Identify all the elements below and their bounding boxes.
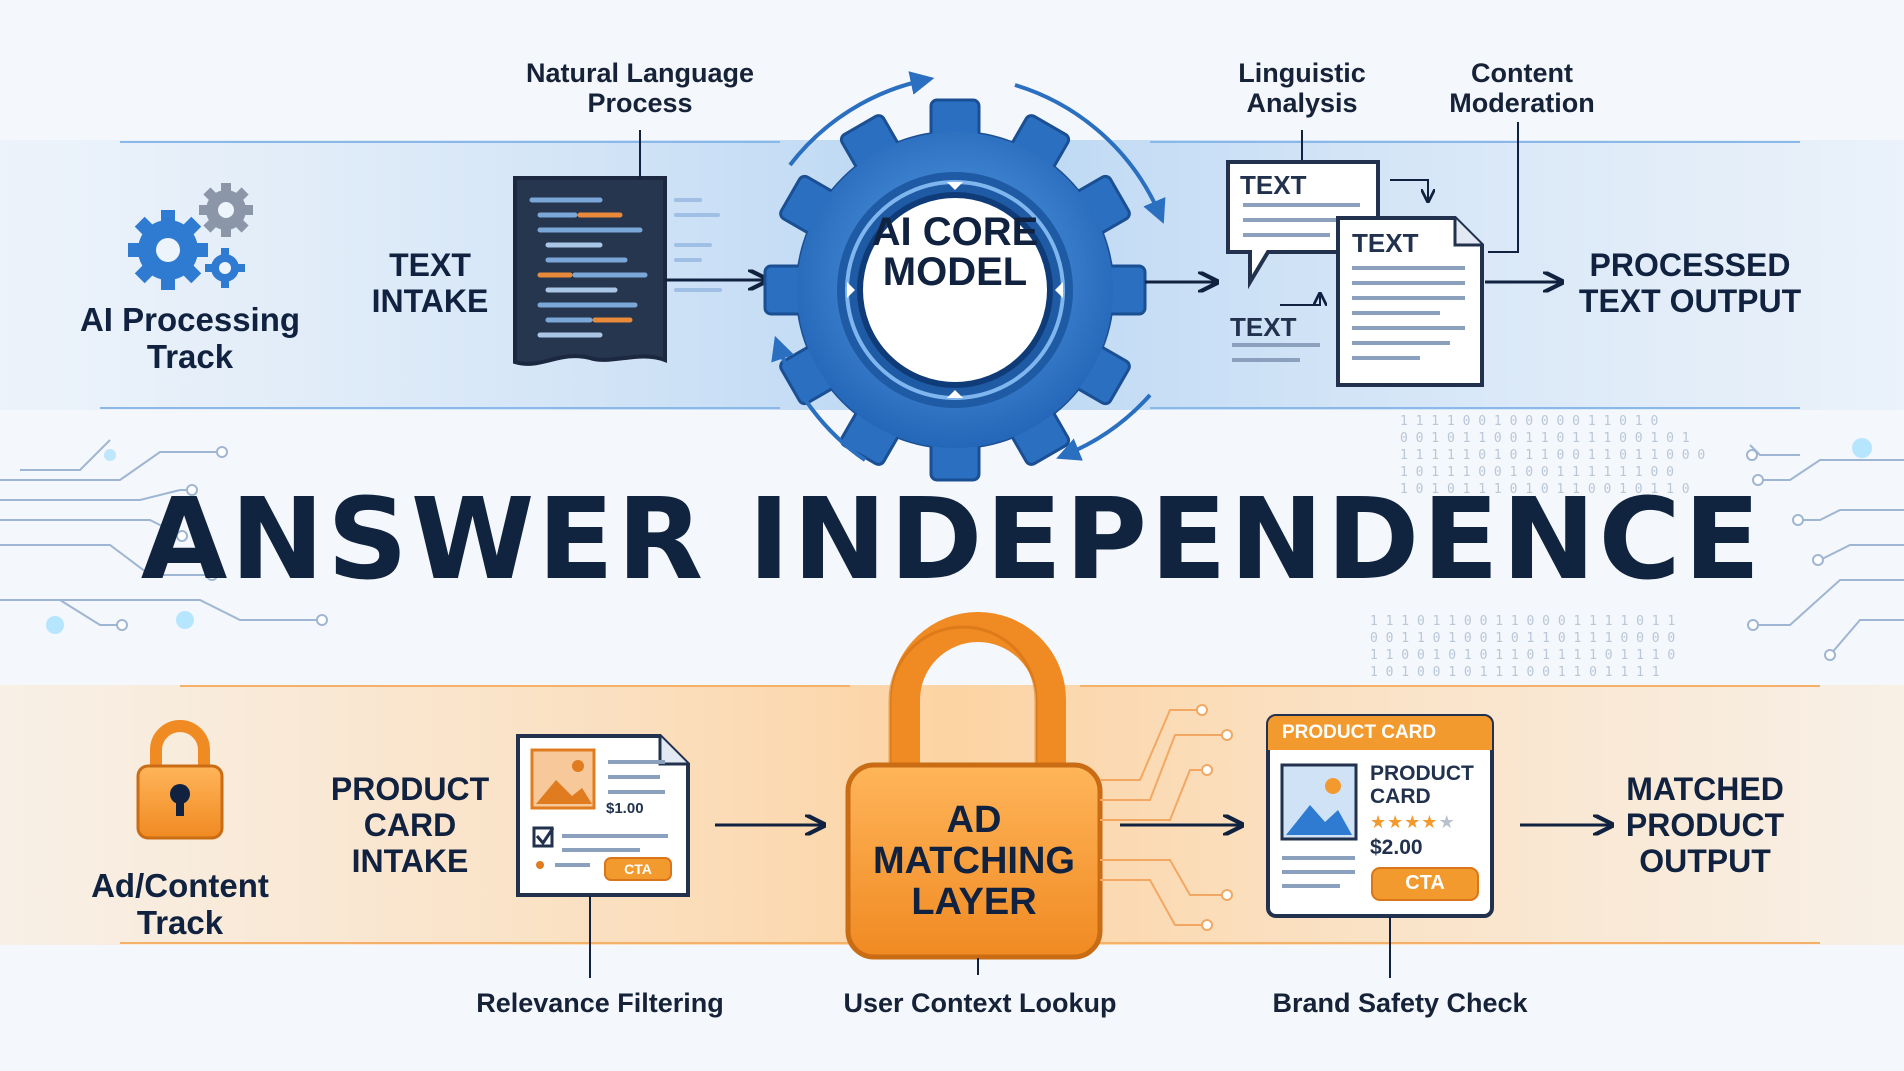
product-card-header: PRODUCT CARD xyxy=(1282,722,1437,743)
binary-pattern: 1 1 1 1 0 0 1 0 0 0 0 0 1 1 0 1 0 0 0 1 … xyxy=(1370,414,1705,680)
ad-track-label: Ad/Content Track xyxy=(91,867,269,941)
svg-text:1 0 1 1 1 0 0 1 0 0 1 1 1 1: 1 0 1 1 1 0 0 1 0 0 1 1 1 1 1 1 0 0 xyxy=(1400,465,1674,480)
star-icon: ★ xyxy=(1370,812,1388,832)
ai-track-label: AI Processing Track xyxy=(79,301,301,375)
user-context-caption: User Context Lookup xyxy=(843,988,1117,1018)
svg-text:1 1 0 0 1 0 1 0 1 1 0 1 1: 1 1 0 0 1 0 1 0 1 1 0 1 1 1 1 0 1 1 1 0 xyxy=(1370,648,1675,663)
gears-icon xyxy=(128,210,208,290)
ad-matching-lock-icon xyxy=(845,612,1103,960)
price-label: $1.00 xyxy=(606,800,644,817)
product-card-intake-label: PRODUCT CARD INTAKE xyxy=(330,771,490,879)
doc-text-label: TEXT xyxy=(1230,312,1297,342)
content-moderation-caption: Content Moderation xyxy=(1449,58,1595,119)
relevance-filtering-caption: Relevance Filtering xyxy=(476,988,724,1018)
star-icon: ★ xyxy=(1421,812,1439,832)
ai-core-gear-icon xyxy=(763,98,1147,482)
cta-button: CTA xyxy=(1405,872,1445,894)
gear-tiny-icon xyxy=(205,248,245,288)
product-card-title: PRODUCT CARD xyxy=(1370,762,1474,809)
svg-text:1 1 1 0 1 1 0 0 1 1 0 0 0 1: 1 1 1 0 1 1 0 0 1 1 0 0 0 1 1 1 1 0 1 1 xyxy=(1370,614,1675,629)
padlock-icon xyxy=(136,720,224,840)
cta-button-small: CTA xyxy=(624,861,652,877)
star-icon: ★ xyxy=(1387,812,1405,832)
product-card-large-icon xyxy=(1266,714,1494,918)
product-card-small-icon xyxy=(516,734,690,897)
processed-output-label: PROCESSED TEXT OUTPUT xyxy=(1578,247,1802,319)
svg-text:1 0 1 0 1 1 1 0 1 0 1 1 0 0: 1 0 1 0 1 1 1 0 1 0 1 1 0 0 1 0 1 1 0 xyxy=(1400,482,1690,497)
doc-text-label: TEXT xyxy=(1240,170,1307,200)
circuit-traces-left xyxy=(0,439,320,626)
svg-text:0 0 1 0 1 1 0 0 1 1 0 1 1: 0 0 1 0 1 1 0 0 1 1 0 1 1 1 0 0 1 0 1 xyxy=(1400,431,1690,446)
circuit-traces-right xyxy=(1749,444,1904,656)
page-title: ANSWER INDEPENDENCE xyxy=(140,475,1764,605)
product-card-price: $2.00 xyxy=(1370,836,1423,859)
code-document-icon xyxy=(513,176,722,366)
gear-small-icon xyxy=(199,183,253,237)
star-icon: ★ xyxy=(1404,812,1422,832)
svg-text:0 0 1 1 0 1 0 0 1 0 1 1 0 1: 0 0 1 1 0 1 0 0 1 0 1 1 0 1 1 1 0 0 0 0 xyxy=(1370,631,1675,646)
rating-stars-icon: ★★★★★ xyxy=(1370,812,1456,833)
matched-output-label: MATCHED PRODUCT OUTPUT xyxy=(1625,771,1785,879)
doc-text-label: TEXT xyxy=(1352,228,1419,258)
svg-text:1 0 1 0 0 1 0 1 1 1 0 0 1: 1 0 1 0 0 1 0 1 1 1 0 0 1 1 0 1 1 1 1 xyxy=(1370,665,1660,680)
svg-text:1 1 1 1 1 0 1 0 1 1 0 0 1 1: 1 1 1 1 1 0 1 0 1 1 0 0 1 1 0 1 1 0 0 0 xyxy=(1400,448,1705,463)
brand-safety-caption: Brand Safety Check xyxy=(1272,988,1528,1018)
text-document-icon xyxy=(1336,216,1484,387)
ad-matching-layer-label: AD MATCHING LAYER xyxy=(873,799,1075,924)
nlp-caption: Natural Language Process xyxy=(525,58,755,119)
star-icon: ★ xyxy=(1438,812,1456,832)
svg-text:1 1 1 1 0 0 1 0 0 0 0 0 1: 1 1 1 1 0 0 1 0 0 0 0 0 1 1 0 1 0 xyxy=(1400,414,1658,429)
ai-core-model-label: AI CORE MODEL xyxy=(871,210,1039,294)
linguistic-analysis-caption: Linguistic Analysis xyxy=(1238,58,1366,119)
text-intake-label: TEXT INTAKE xyxy=(371,247,489,319)
